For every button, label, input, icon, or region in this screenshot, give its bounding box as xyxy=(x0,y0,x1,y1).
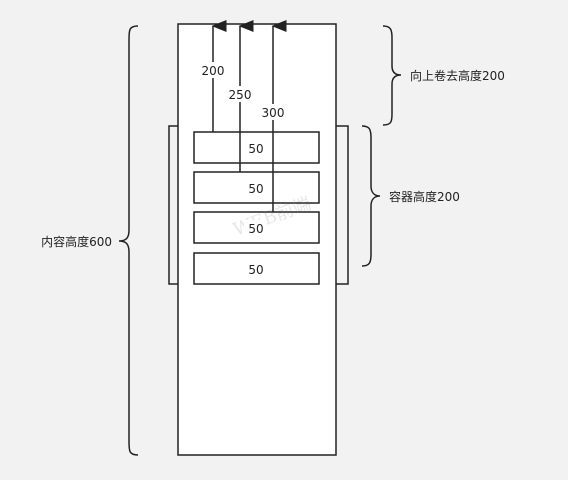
arrow-label: 250 xyxy=(229,88,252,102)
container-height-label: 容器高度200 xyxy=(389,189,460,204)
container-right-bracket xyxy=(336,125,349,285)
content-height-brace xyxy=(118,25,139,456)
arrow-label: 200 xyxy=(202,64,225,78)
item-label: 50 xyxy=(248,142,263,156)
item-label: 50 xyxy=(248,263,263,277)
item-label: 50 xyxy=(248,182,263,196)
scroll-top-brace xyxy=(382,25,402,126)
arrow-label: 300 xyxy=(262,106,285,120)
container-left-bracket xyxy=(168,125,178,285)
content-height-label: 内容高度600 xyxy=(41,234,112,249)
scroll-top-label: 向上卷去高度200 xyxy=(410,68,505,83)
container-height-brace xyxy=(361,125,381,267)
item-label: 50 xyxy=(248,222,263,236)
